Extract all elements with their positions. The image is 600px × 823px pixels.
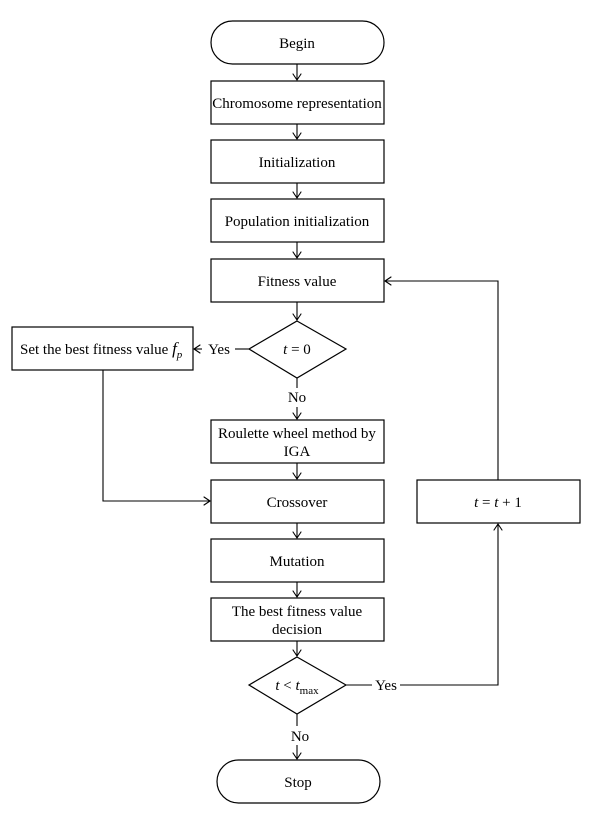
best-fitness-decision-label-line-2: decision bbox=[272, 622, 322, 638]
t-less-than-tmax-label: t < tmax bbox=[275, 678, 319, 697]
edge-set-best-to-crossover bbox=[102, 370, 211, 506]
fitness-value-label: Fitness value bbox=[258, 274, 337, 290]
roulette-wheel-label-line-2: IGA bbox=[284, 444, 311, 460]
stop-node: Stop bbox=[216, 759, 381, 804]
t-increment-node: t = t + 1 bbox=[416, 479, 581, 524]
population-initialization-node: Population initialization bbox=[210, 198, 385, 243]
best-fitness-decision-node: The best fitness value decision bbox=[210, 597, 385, 642]
set-best-fitness-node: Set the best fitness value fp bbox=[11, 326, 194, 371]
no-label-2: No bbox=[291, 729, 309, 745]
edge-fitness-to-decision bbox=[292, 302, 302, 321]
begin-label: Begin bbox=[279, 36, 315, 52]
t-increment-label: t = t + 1 bbox=[474, 495, 522, 511]
edge-best-decision-to-tmax bbox=[292, 641, 302, 657]
yes-label-1: Yes bbox=[208, 342, 230, 358]
begin-node: Begin bbox=[210, 20, 385, 65]
crossover-node: Crossover bbox=[210, 479, 385, 524]
edge-mutation-to-best-decision bbox=[292, 582, 302, 598]
set-best-fitness-label: Set the best fitness value fp bbox=[20, 339, 183, 361]
edge-initialization-to-population bbox=[292, 183, 302, 199]
edge-tmax-yes-to-increment: Yes bbox=[346, 523, 503, 694]
edge-decision-no-to-roulette: No bbox=[288, 378, 306, 420]
t-less-than-tmax-decision: t < tmax bbox=[247, 656, 348, 715]
fitness-value-node: Fitness value bbox=[210, 258, 385, 303]
t-equals-zero-label: t = 0 bbox=[283, 342, 311, 358]
roulette-wheel-node: Roulette wheel method by IGA bbox=[210, 419, 385, 464]
no-label-1: No bbox=[288, 390, 306, 406]
edge-roulette-to-crossover bbox=[292, 463, 302, 480]
best-fitness-decision-label-line-1: The best fitness value bbox=[232, 604, 363, 620]
population-initialization-label: Population initialization bbox=[225, 214, 370, 230]
crossover-label: Crossover bbox=[267, 495, 328, 511]
chromosome-representation-node: Chromosome representation bbox=[210, 80, 385, 125]
mutation-label: Mutation bbox=[270, 554, 325, 570]
edge-decision-yes-to-set-best: Yes bbox=[193, 342, 249, 358]
edge-population-to-fitness bbox=[292, 242, 302, 259]
chromosome-representation-label: Chromosome representation bbox=[212, 96, 382, 112]
yes-label-2: Yes bbox=[375, 678, 397, 694]
t-equals-zero-decision: t = 0 bbox=[247, 320, 348, 379]
roulette-wheel-label-line-1: Roulette wheel method by bbox=[218, 426, 376, 442]
edge-chromosome-to-initialization bbox=[292, 124, 302, 140]
initialization-label: Initialization bbox=[259, 155, 336, 171]
edge-tmax-no-to-stop: No bbox=[291, 714, 309, 760]
edge-begin-to-chromosome bbox=[292, 64, 302, 81]
stop-label: Stop bbox=[284, 775, 312, 791]
edge-increment-to-fitness bbox=[384, 276, 499, 480]
mutation-node: Mutation bbox=[210, 538, 385, 583]
edge-crossover-to-mutation bbox=[292, 523, 302, 539]
initialization-node: Initialization bbox=[210, 139, 385, 184]
